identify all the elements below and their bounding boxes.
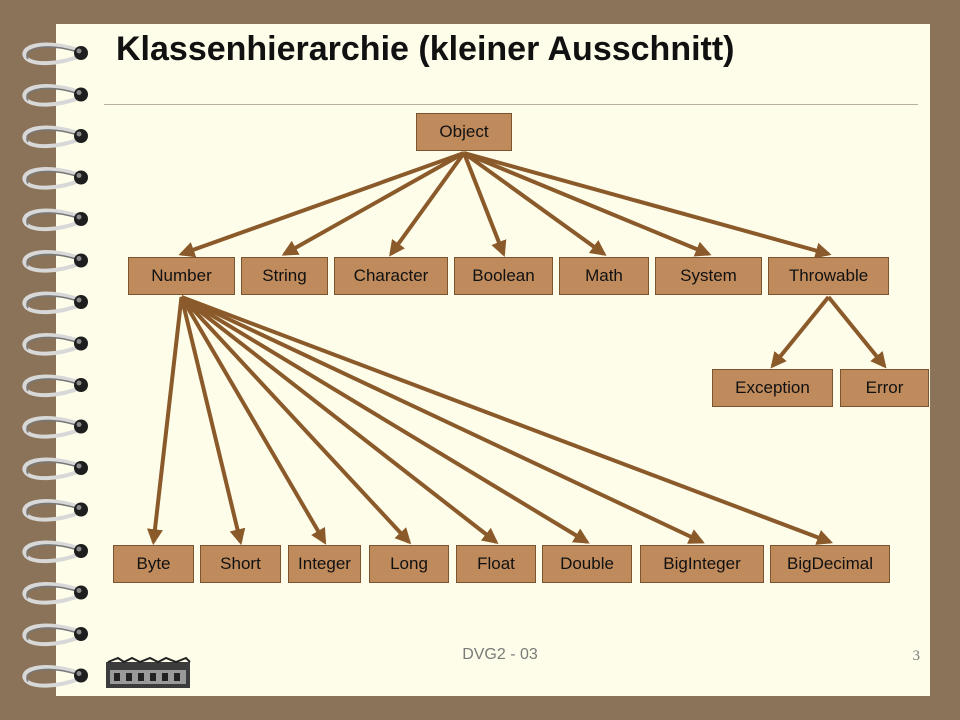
arrow-number-to-double (180, 295, 590, 544)
node-long: Long (369, 545, 449, 583)
binding-ring (22, 582, 88, 605)
node-throwable: Throwable (768, 257, 889, 295)
binding-ring (22, 208, 88, 231)
slide-title: Klassenhierarchie (kleiner Ausschnitt) (116, 30, 735, 68)
binding-ring (22, 167, 88, 190)
node-object: Object (416, 113, 512, 151)
arrow-object-to-number (178, 151, 465, 258)
node-float: Float (456, 545, 536, 583)
node-error: Error (840, 369, 929, 407)
arrow-object-to-boolean (462, 152, 507, 257)
arrow-number-to-bigdecimal (180, 295, 833, 545)
binding-ring (22, 84, 88, 107)
arrow-throwable-to-exception (770, 295, 831, 369)
node-number: Number (128, 257, 235, 295)
binding-ring (22, 333, 88, 356)
binding-ring (22, 42, 88, 65)
node-byte: Byte (113, 545, 194, 583)
spiral-binding (22, 42, 88, 688)
binding-ring (22, 125, 88, 148)
node-short: Short (200, 545, 281, 583)
title-divider (104, 104, 918, 105)
node-biginteger: BigInteger (640, 545, 764, 583)
binding-ring (22, 457, 88, 480)
node-exception: Exception (712, 369, 833, 407)
node-string: String (241, 257, 328, 295)
binding-ring (22, 665, 88, 688)
binding-ring (22, 623, 88, 646)
binding-ring (22, 291, 88, 314)
arrow-object-to-throwable (463, 151, 832, 259)
arrow-number-to-short (179, 296, 246, 546)
arrow-object-to-string (281, 151, 465, 256)
binding-ring (22, 374, 88, 397)
binding-ring (22, 250, 88, 273)
node-bigdecimal: BigDecimal (770, 545, 890, 583)
arrow-number-to-biginteger (180, 295, 705, 544)
arrow-object-to-math (462, 151, 607, 256)
node-character: Character (334, 257, 448, 295)
arrow-number-to-long (180, 295, 412, 545)
binding-ring (22, 416, 88, 439)
footer-text: DVG2 - 03 (462, 646, 538, 663)
arrow-throwable-to-error (826, 295, 887, 369)
arrow-object-to-system (463, 151, 712, 257)
binding-ring (22, 499, 88, 522)
institution-logo (106, 656, 191, 688)
arrow-number-to-float (180, 295, 499, 544)
node-boolean: Boolean (454, 257, 553, 295)
node-double: Double (542, 545, 632, 583)
page-number: 3 (912, 648, 921, 664)
arrow-object-to-character (389, 151, 466, 257)
node-system: System (655, 257, 762, 295)
arrow-number-to-byte (147, 296, 184, 546)
node-integer: Integer (288, 545, 361, 583)
binding-ring (22, 540, 88, 563)
node-math: Math (559, 257, 649, 295)
arrow-number-to-integer (179, 295, 327, 545)
